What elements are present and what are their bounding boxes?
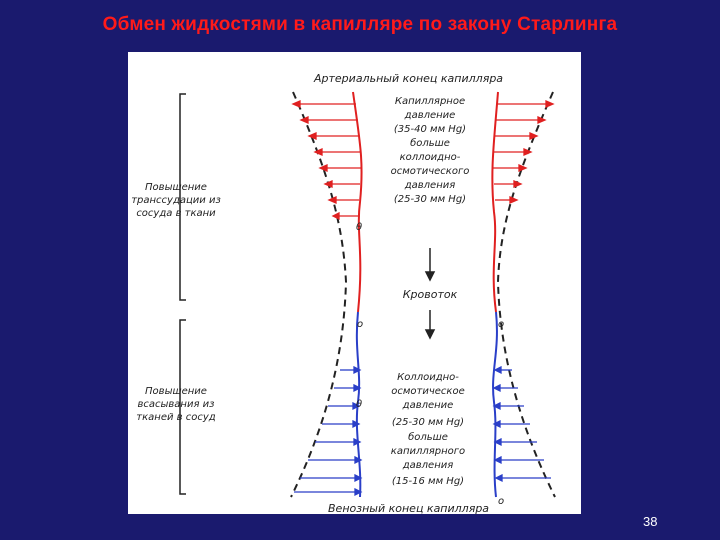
- arterial-text-line: Капиллярное: [395, 96, 465, 107]
- mark-o-1: o: [357, 319, 363, 330]
- arterial-text-line: коллоидно-: [400, 152, 461, 163]
- starling-capillary-diagram: θ θ o o o Артериальный конец капилляра В…: [128, 52, 581, 514]
- mark-o-2: o: [498, 319, 504, 330]
- left-bottom-label-line: всасывания из: [138, 399, 215, 410]
- venous-text-line: Коллоидно-: [397, 372, 459, 383]
- venous-arrows-right: [494, 367, 551, 481]
- left-top-label-line: Повышение: [145, 182, 207, 193]
- arterial-text-line: давления: [404, 180, 456, 191]
- left-top-label-line: транссудации из: [131, 195, 221, 206]
- page-number: 38: [643, 514, 657, 529]
- mark-theta-2: θ: [356, 399, 362, 410]
- arterial-arrows-right: [493, 101, 553, 203]
- arterial-text-line: больше: [410, 137, 450, 149]
- left-bottom-label: Повышение всасывания из тканей в сосуд: [136, 386, 215, 423]
- arterial-text-line: давление: [404, 110, 456, 121]
- arterial-text-block: Капиллярное давление (35-40 мм Hg) больш…: [391, 96, 470, 205]
- venous-text-line: давление: [402, 400, 454, 411]
- venous-text-line: (25-30 мм Hg): [392, 417, 464, 428]
- venous-text-line: капиллярного: [391, 446, 465, 457]
- left-bottom-label-line: тканей в сосуд: [136, 412, 215, 423]
- bottom-label: Венозный конец капилляра: [328, 502, 489, 514]
- top-label: Артериальный конец капилляра: [313, 72, 503, 85]
- slide-title: Обмен жидкостями в капилляре по закону С…: [0, 14, 720, 36]
- diagram-canvas: θ θ o o o Артериальный конец капилляра В…: [128, 52, 581, 514]
- arterial-text-line: осмотического: [391, 166, 470, 177]
- venous-arrows-left: [294, 367, 361, 495]
- left-capillary-wall-arterial: [353, 92, 362, 312]
- venous-text-block: Коллоидно- осмотическое давление (25-30 …: [391, 372, 465, 487]
- arterial-text-line: (35-40 мм Hg): [394, 124, 466, 135]
- left-bottom-label-line: Повышение: [145, 386, 207, 397]
- venous-text-line: (15-16 мм Hg): [392, 476, 464, 487]
- left-top-label: Повышение транссудации из сосуда в ткани: [131, 182, 221, 219]
- mark-theta-1: θ: [356, 222, 362, 233]
- arterial-arrows-left: [293, 101, 361, 219]
- venous-text-line: давления: [402, 460, 454, 471]
- venous-text-line: больше: [408, 431, 448, 443]
- left-top-label-line: сосуда в ткани: [136, 208, 216, 219]
- flow-label: Кровоток: [403, 288, 458, 301]
- venous-text-line: осмотическое: [391, 386, 464, 397]
- arterial-text-line: (25-30 мм Hg): [394, 194, 466, 205]
- mark-o-3: o: [498, 496, 504, 507]
